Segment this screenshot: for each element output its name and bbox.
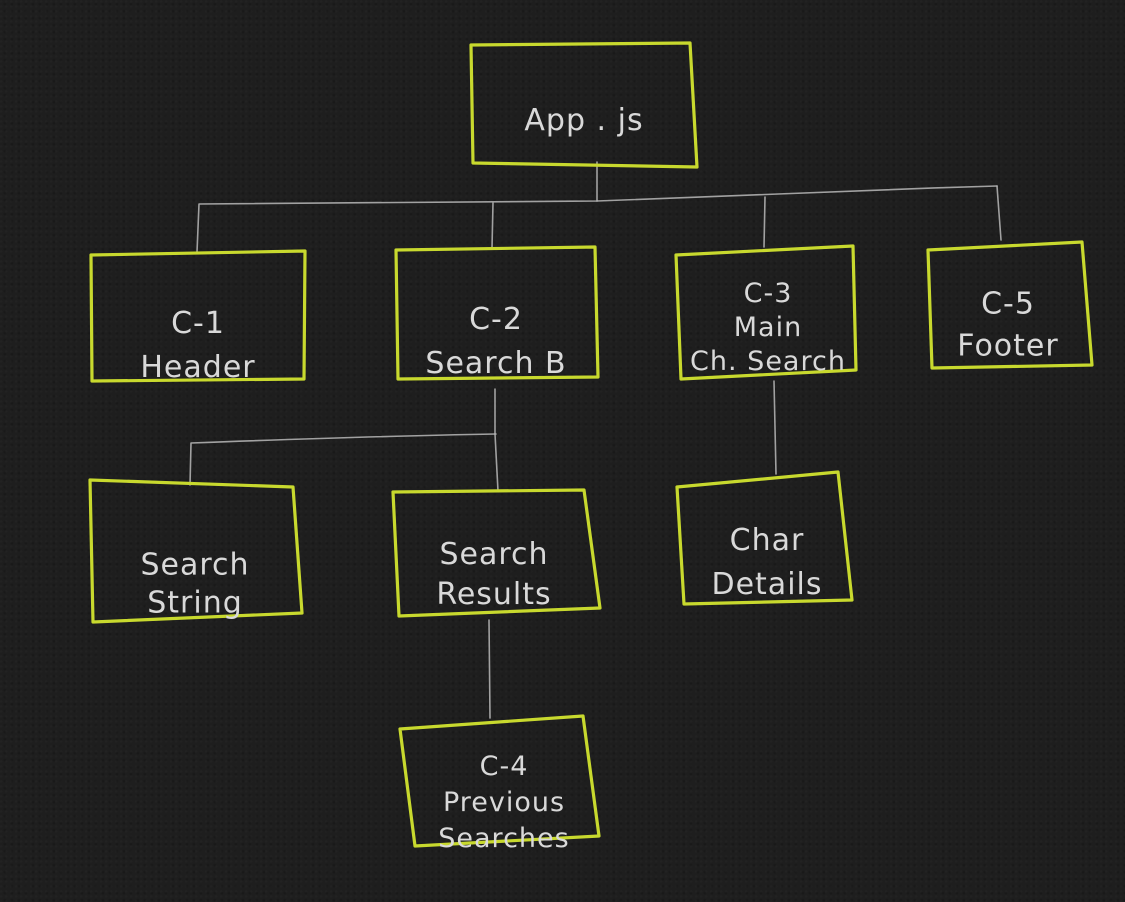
node-app: App . js [469,41,699,169]
connector-search-bar-to-search-string [189,433,497,486]
node-label-app-line-1: App . js [524,103,643,138]
connector-app-to-search-bar [491,202,494,249]
node-label-main-search-line-2: Main [734,312,802,343]
node-label-main-search-line-1: C-3 [744,278,793,309]
node-label-header-line-2: Header [140,350,255,385]
node-box-search-string [88,478,304,624]
node-box-main-search [674,244,858,381]
node-box-header [89,249,307,383]
connector-app-to-footer [996,185,1002,241]
node-label-search-string-line-2: String [147,586,243,621]
node-label-previous-searches-line-3: Searches [438,823,569,854]
node-label-char-details-line-1: Char [730,523,805,558]
connector-layer [189,161,1002,719]
node-box-search-bar [394,245,600,381]
node-label-previous-searches-line-1: C-4 [480,751,529,782]
node-label-char-details-line-2: Details [711,567,822,602]
node-label-footer-line-1: C-5 [981,286,1035,321]
node-label-footer-line-2: Footer [957,328,1058,363]
connector-app-to-main-search [596,185,998,248]
node-label-header-line-1: C-1 [171,306,225,341]
node-label-search-results-line-1: Search [439,537,548,572]
connector-search-results-to-previous-searches [488,619,491,719]
node-box-app [469,41,699,169]
node-box-previous-searches [398,714,601,848]
connector-search-bar-to-search-results [494,388,499,492]
node-label-previous-searches-line-2: Previous [443,787,565,818]
node-label-main-search-line-3: Ch. Search [690,346,846,377]
connector-app-to-header [196,161,598,253]
node-box-char-details [675,470,854,606]
node-label-search-bar-line-1: C-2 [469,302,523,337]
node-label-search-results-line-2: Results [436,577,551,612]
node-box-footer [926,240,1094,370]
node-box-search-results [391,488,602,618]
connector-main-search-to-char-details [773,380,777,475]
node-label-search-bar-line-2: Search B [425,346,566,381]
node-label-search-string-line-1: Search [140,548,249,583]
